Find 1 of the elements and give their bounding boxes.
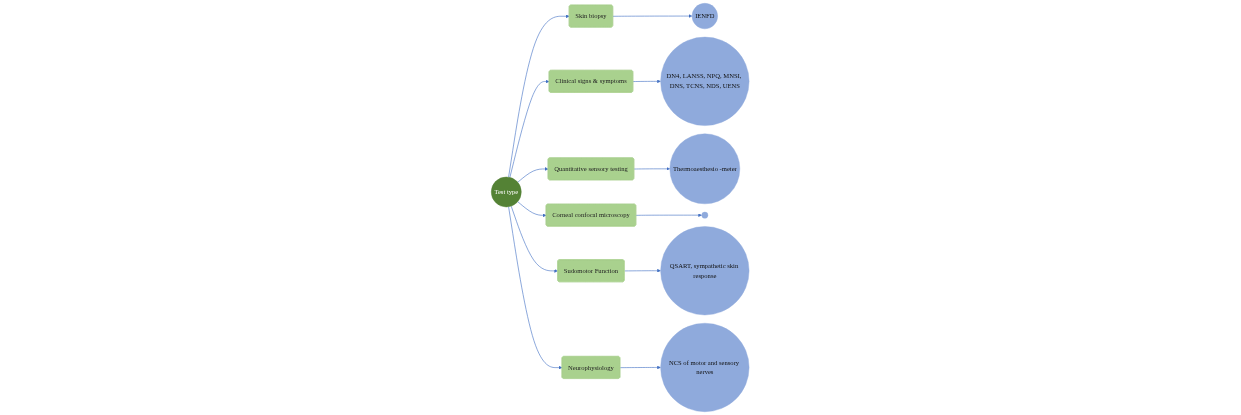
node-circle xyxy=(701,211,709,219)
